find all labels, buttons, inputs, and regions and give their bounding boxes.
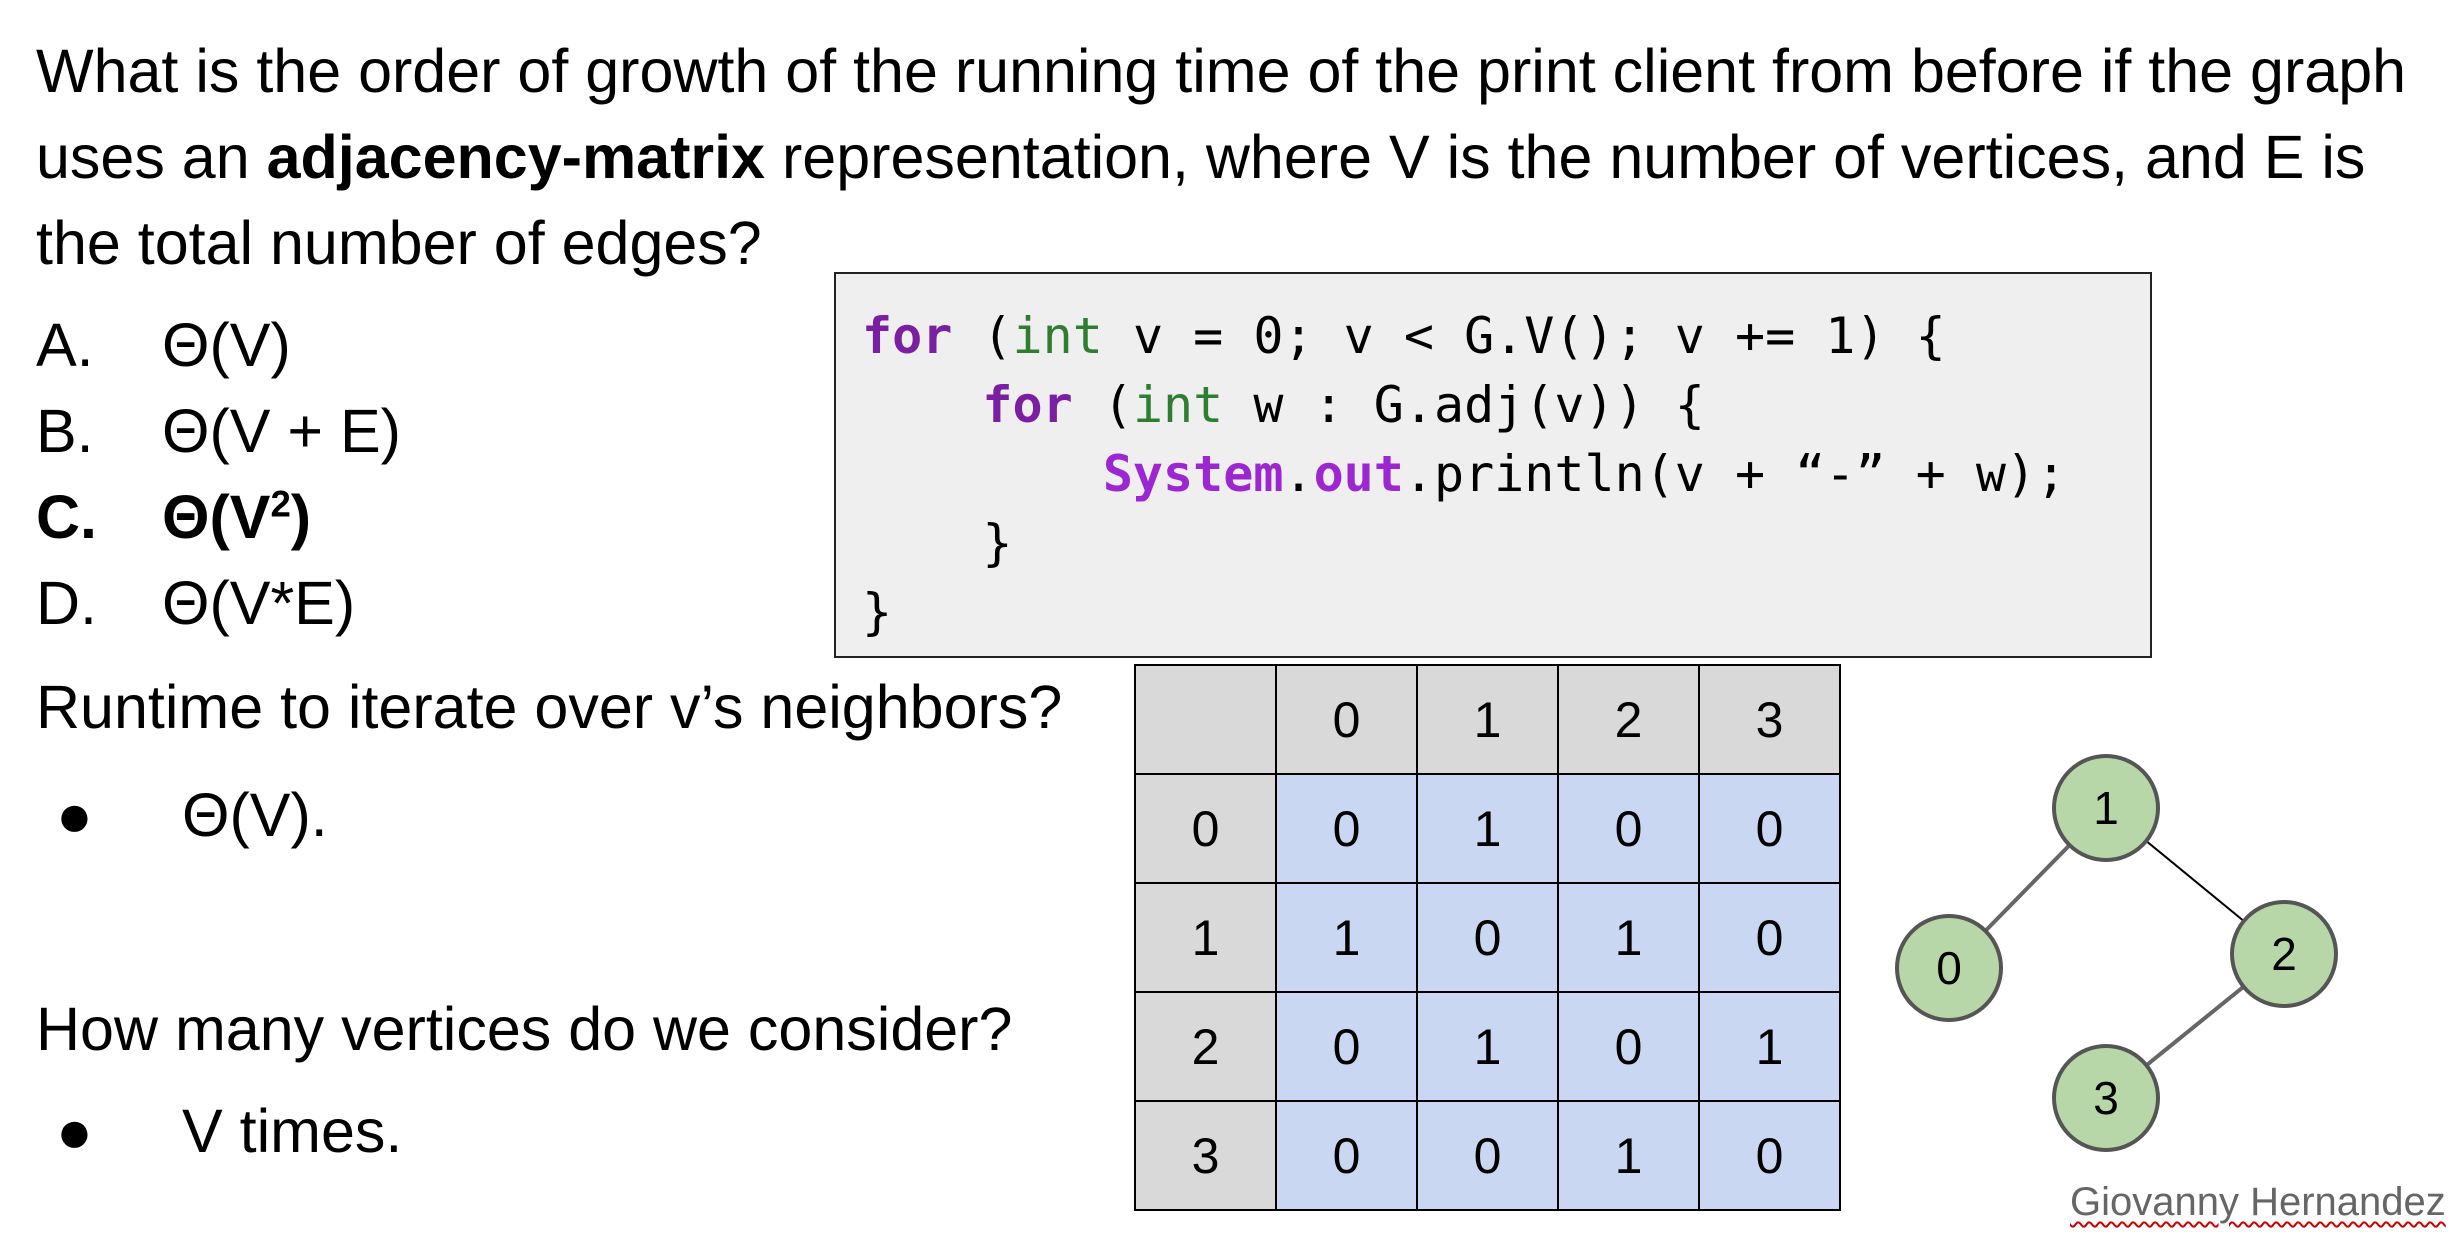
matrix-col-header: 0 [1275,664,1418,775]
code-field: out [1313,445,1404,503]
code-keyword: for [862,307,953,365]
runtime-question: Runtime to iterate over v’s neighbors? [36,673,1063,741]
option-c-end: ) [290,483,312,551]
option-c-exponent: 2 [270,483,291,525]
code-line-2: for (int w : G.adj(v)) { [862,371,2150,440]
author-name: Giovanny Hernandez [2070,1180,2446,1224]
matrix-cell: 0 [1557,773,1700,884]
matrix-cell: 0 [1557,991,1700,1102]
code-text: v = 0; v < G.V(); v += 1) { [1102,307,1946,365]
matrix-col-header: 3 [1698,664,1841,775]
question-part-1: What is the order of growth of the runni… [36,37,2407,191]
matrix-cell: 1 [1698,991,1841,1102]
matrix-cell: 0 [1275,991,1418,1102]
bullet-icon: ● [56,781,93,849]
code-type: int [1132,376,1224,434]
option-d-value: Θ(V*E) [162,569,356,637]
code-text: .println(v + “-” + w); [1403,445,2067,503]
matrix-row: 0 0 1 0 0 [1134,773,1841,884]
code-type: int [1012,307,1103,365]
code-indent [862,445,1103,503]
graph-node-1: 1 [2052,754,2160,862]
option-c-letter: C. [36,483,97,551]
question-part-2: representation, where V is the number of… [36,123,2366,277]
runtime-answer: Θ(V). [182,781,328,849]
code-line-5: } [862,583,893,641]
bullet-icon: ● [56,1097,93,1165]
graph-diagram: 0 1 2 3 [1895,754,2338,1152]
option-b-value: Θ(V + E) [162,397,401,465]
matrix-row: 3 0 0 1 0 [1134,1100,1841,1211]
code-class: System [1102,445,1284,503]
matrix-header-row: 0 1 2 3 [1134,664,1841,775]
matrix-cell: 0 [1416,882,1559,993]
matrix-corner [1134,664,1277,775]
matrix-row-header: 0 [1134,773,1277,884]
matrix-cell: 1 [1416,991,1559,1102]
graph-node-3: 3 [2052,1044,2160,1152]
author-credit: Giovanny Hernandez [2070,1180,2446,1225]
graph-node-label: 3 [2093,1072,2119,1124]
matrix-row-header: 3 [1134,1100,1277,1211]
graph-node-label: 1 [2093,782,2119,834]
matrix-row-header: 2 [1134,991,1277,1102]
vertices-question: How many vertices do we consider? [36,995,1013,1063]
matrix-cell: 0 [1275,773,1418,884]
option-a-value: Θ(V) [162,311,291,379]
matrix-cell: 0 [1275,1100,1418,1211]
matrix-cell: 0 [1698,773,1841,884]
question-text: What is the order of growth of the runni… [36,28,2426,286]
code-text: ( [1072,376,1133,434]
graph-node-label: 2 [2271,928,2297,980]
matrix-row: 1 1 0 1 0 [1134,882,1841,993]
matrix-cell: 1 [1275,882,1418,993]
code-indent [862,376,982,434]
matrix-row: 2 0 1 0 1 [1134,991,1841,1102]
option-b-letter: B. [36,397,94,465]
graph-node-0: 0 [1895,914,2003,1022]
code-keyword: for [982,376,1073,434]
matrix-row-header: 1 [1134,882,1277,993]
adjacency-matrix: 0 1 2 3 0 0 1 0 0 1 1 0 1 0 2 0 1 0 1 3 … [1134,664,1841,1211]
vertices-answer: V times. [182,1097,403,1165]
matrix-col-header: 2 [1557,664,1700,775]
question-bold-term: adjacency-matrix [266,123,766,191]
option-a-letter: A. [36,311,94,379]
option-c-base: Θ(V [162,483,271,551]
matrix-cell: 0 [1416,1100,1559,1211]
graph-node-2: 2 [2230,900,2338,1008]
matrix-col-header: 1 [1416,664,1559,775]
matrix-cell: 1 [1557,882,1700,993]
code-line-3: System.out.println(v + “-” + w); [862,440,2150,509]
matrix-cell: 1 [1416,773,1559,884]
matrix-cell: 0 [1698,882,1841,993]
code-block: for (int v = 0; v < G.V(); v += 1) { for… [834,272,2152,658]
graph-node-label: 0 [1936,942,1962,994]
option-c-value: Θ(V2) [162,474,311,560]
code-line-4: } [862,514,1013,572]
code-text: w : G.adj(v)) { [1223,376,1705,434]
code-line-1: for (int v = 0; v < G.V(); v += 1) { [862,302,2150,371]
matrix-cell: 1 [1557,1100,1700,1211]
matrix-cell: 0 [1698,1100,1841,1211]
option-d-letter: D. [36,569,97,637]
code-text: ( [952,307,1013,365]
code-text: . [1283,445,1314,503]
